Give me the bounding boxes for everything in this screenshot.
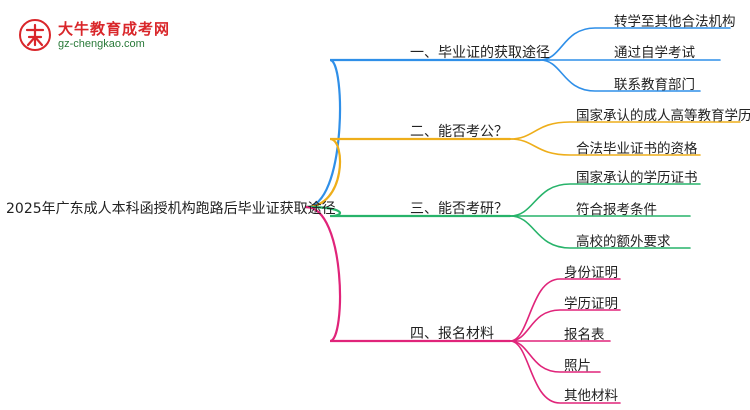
connector-root-branch-4 <box>304 205 512 343</box>
connector-branch-4-leaf-5 <box>509 340 621 404</box>
leaf-id-proof: 身份证明 <box>564 265 618 281</box>
logo-url: gz-chengkao.com <box>58 38 145 50</box>
leaf-meets-requirements: 符合报考条件 <box>576 202 657 218</box>
branch-graduation-certificate: 一、毕业证的获取途径 <box>410 45 550 61</box>
connector-branch-3-leaf-3 <box>509 215 691 249</box>
connector-branch-4-leaf-4 <box>509 340 601 373</box>
leaf-contact-education-dept: 联系教育部门 <box>614 77 695 93</box>
connector-root-branch-1 <box>304 58 542 209</box>
branch-application-materials: 四、报名材料 <box>410 326 494 342</box>
connector-branch-1-leaf-3 <box>539 59 701 92</box>
leaf-transfer: 转学至其他合法机构 <box>614 14 736 30</box>
connector-root-branch-3 <box>304 205 512 218</box>
leaf-recognized-diploma: 国家承认的学历证书 <box>576 170 698 186</box>
root-topic: 2025年广东成人本科函授机构跑路后毕业证获取途径 <box>6 201 336 217</box>
leaf-education-proof: 学历证明 <box>564 296 618 312</box>
leaf-self-study-exam: 通过自学考试 <box>614 45 695 61</box>
connector-branch-2-leaf-1 <box>509 121 741 140</box>
leaf-university-extra-requirements: 高校的额外要求 <box>576 234 671 250</box>
leaf-legal-certificate-qualification: 合法毕业证书的资格 <box>576 141 698 157</box>
branch-civil-service-exam: 二、能否考公？ <box>410 124 508 140</box>
leaf-other-materials: 其他材料 <box>564 388 618 404</box>
branch-postgraduate-exam: 三、能否考研？ <box>410 201 508 217</box>
connector-branch-4-leaf-1 <box>509 278 621 342</box>
site-logo[interactable]: 大牛教育成考网 gz-chengkao.com <box>18 16 178 56</box>
connector-branch-3-leaf-1 <box>509 183 701 217</box>
leaf-application-form: 报名表 <box>564 327 605 343</box>
logo-title: 大牛教育成考网 <box>58 20 171 38</box>
leaf-photo: 照片 <box>564 358 591 374</box>
logo-emblem-icon <box>19 19 51 51</box>
connector-root-branch-2 <box>304 137 512 209</box>
leaf-recognized-adult-education: 国家承认的成人高等教育学历 <box>576 108 750 124</box>
connector-branch-2-leaf-2 <box>509 138 701 156</box>
connector-branch-4-leaf-2 <box>509 309 621 342</box>
connector-branch-1-leaf-1 <box>539 27 731 61</box>
